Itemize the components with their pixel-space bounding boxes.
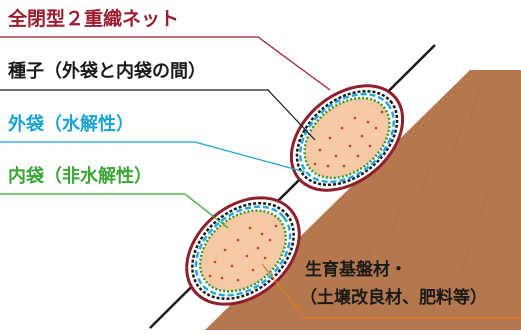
upper-seed-bag <box>289 84 405 192</box>
label-substrate-line2: （土壌改良材、肥料等） <box>300 288 487 308</box>
leader-inner-bag <box>0 193 229 229</box>
slope-texture <box>330 89 506 316</box>
leader-outer-bag <box>0 141 306 173</box>
leader-substrate <box>261 263 521 319</box>
leader-net <box>0 36 331 91</box>
label-outer-bag: 外袋（水解性） <box>8 114 134 135</box>
leader-seed <box>0 89 316 141</box>
label-inner-bag: 内袋（非水解性） <box>8 166 152 187</box>
lower-seed-bag <box>185 196 301 306</box>
label-seed: 種子（外袋と内袋の間） <box>8 61 206 82</box>
label-substrate-line1: 生育基盤材・ <box>305 260 407 280</box>
label-net: 全閉型２重織ネット <box>8 8 180 30</box>
